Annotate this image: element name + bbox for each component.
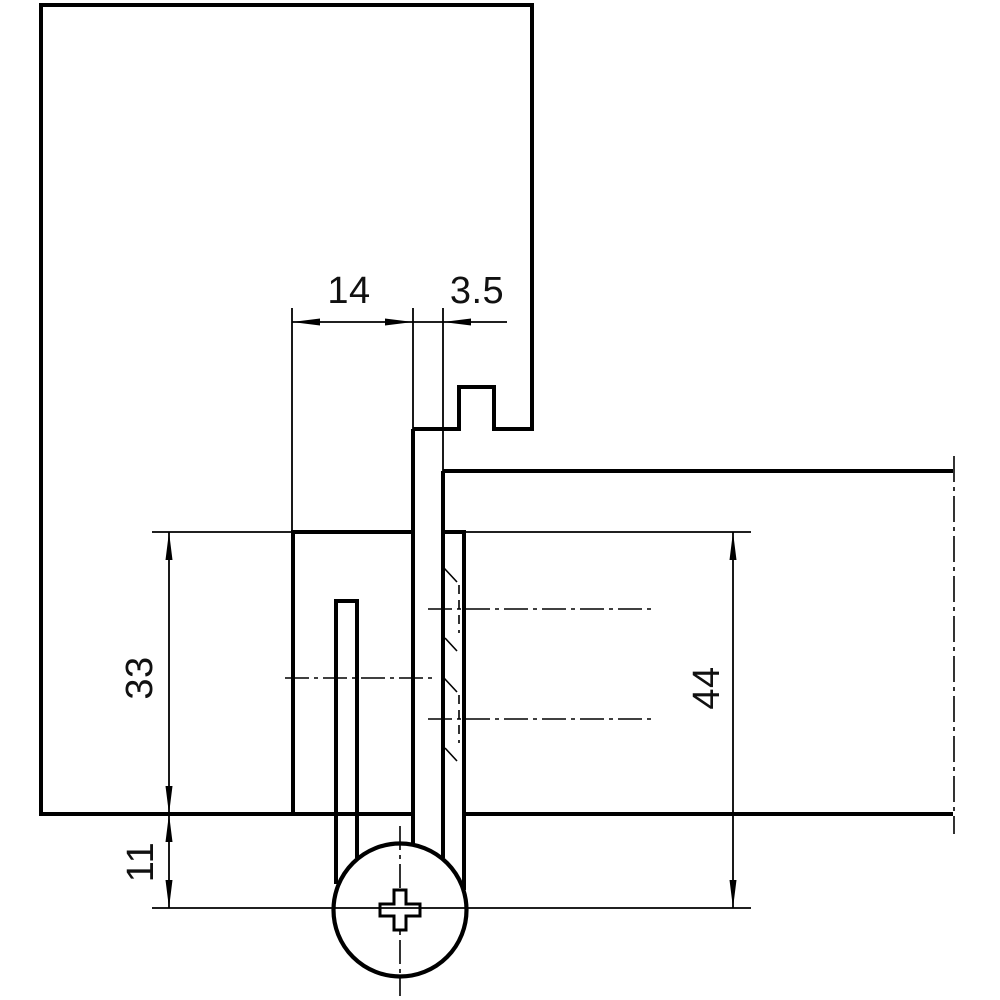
dimension-group-top: 14 3.5: [291, 270, 507, 532]
hinge-leaf: [334, 429, 445, 884]
door-panel: [441, 469, 953, 890]
dim-label-3-5: 3.5: [450, 270, 504, 312]
frame-profile: [39, 3, 534, 816]
screw-axis-centerlines: [285, 608, 653, 720]
frame-rebate-plate: [291, 530, 413, 816]
hidden-countersink-details: [443, 567, 460, 762]
countersink-dash: [444, 747, 458, 762]
dim-label-14: 14: [327, 270, 370, 312]
arrowhead-right: [385, 318, 413, 326]
arrowhead-left: [292, 318, 320, 326]
hinge-knuckle: [331, 826, 469, 996]
dim-label-11: 11: [120, 842, 162, 882]
countersink-dash: [444, 637, 458, 652]
arrowhead-up: [165, 814, 173, 842]
arrowhead-down: [165, 786, 173, 814]
dim-label-33: 33: [119, 656, 161, 699]
countersink-dash: [443, 677, 458, 693]
arrowhead-up: [729, 532, 737, 560]
arrowhead-down: [165, 880, 173, 908]
dimension-group-right: 44: [466, 531, 751, 908]
arrowhead-left: [443, 318, 471, 326]
countersink-dash: [443, 567, 458, 583]
dim-label-44: 44: [686, 666, 728, 709]
dimension-group-left: 33 11: [119, 531, 751, 909]
phillips-screw-icon: [378, 888, 422, 932]
arrowhead-up: [165, 532, 173, 560]
arrowhead-down: [729, 880, 737, 908]
frame-outline: [39, 3, 534, 816]
